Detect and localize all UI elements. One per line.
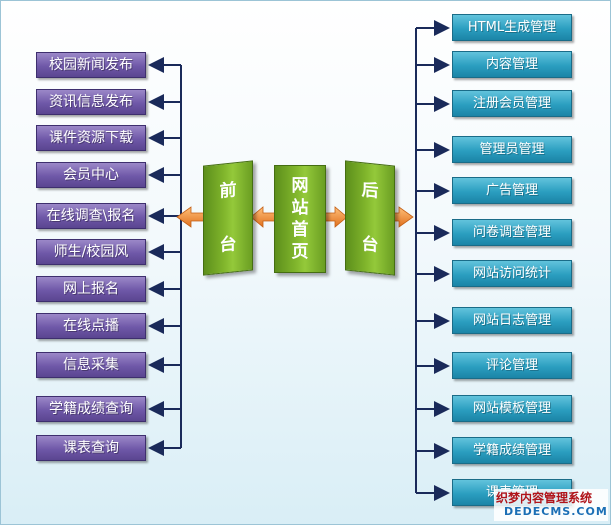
frontend-module-8: 在线点播	[36, 313, 146, 339]
backend-module-10: 网站模板管理	[452, 395, 572, 422]
frontend-module-5: 在线调查\报名	[36, 203, 146, 229]
backend-module-7: 网站访问统计	[452, 260, 572, 287]
frontend-module-9: 信息采集	[36, 352, 146, 378]
frontend-module-1: 校园新闻发布	[36, 52, 146, 78]
homepage-node: 网 站 首 页	[274, 165, 326, 273]
frontend-module-10: 学籍成绩查询	[36, 396, 146, 422]
backend-module-3: 注册会员管理	[452, 90, 572, 117]
left-connectors	[148, 57, 182, 456]
frontend-module-11: 课表查询	[36, 435, 146, 461]
arrow-home-to-back-icon	[322, 206, 348, 228]
frontend-module-7: 网上报名	[36, 276, 146, 302]
backend-module-4: 管理员管理	[452, 136, 572, 163]
frontend-module-4: 会员中心	[36, 162, 146, 188]
backend-char-1: 后	[361, 180, 379, 202]
watermark-en: DEDECMS.COM	[504, 505, 608, 518]
homepage-char-1: 网	[291, 176, 309, 196]
backend-char-2: 台	[361, 234, 379, 256]
arrow-home-to-front-icon	[250, 206, 276, 228]
homepage-char-4: 页	[291, 242, 309, 262]
homepage-char-3: 首	[291, 220, 309, 240]
backend-module-9: 评论管理	[452, 352, 572, 379]
frontend-node: 前 台	[203, 160, 253, 276]
backend-module-2: 内容管理	[452, 51, 572, 78]
watermark-cn: 织梦内容管理系统	[496, 491, 593, 505]
right-connectors	[415, 20, 450, 501]
backend-module-8: 网站日志管理	[452, 307, 572, 334]
backend-module-1: HTML生成管理	[452, 14, 572, 41]
frontend-module-3: 课件资源下载	[36, 125, 146, 151]
flow-arrows	[176, 206, 414, 228]
backend-module-11: 学籍成绩管理	[452, 437, 572, 464]
dedecms-watermark: 织梦内容管理系统 DEDECMS.COM	[494, 489, 608, 521]
backend-module-5: 广告管理	[452, 177, 572, 204]
frontend-char-2: 台	[219, 234, 237, 256]
backend-node: 后 台	[345, 160, 395, 276]
homepage-char-2: 站	[291, 198, 309, 218]
backend-module-6: 问卷调查管理	[452, 219, 572, 246]
frontend-module-2: 资讯信息发布	[36, 89, 146, 115]
frontend-module-6: 师生/校园风	[36, 239, 146, 265]
frontend-char-1: 前	[219, 180, 237, 202]
